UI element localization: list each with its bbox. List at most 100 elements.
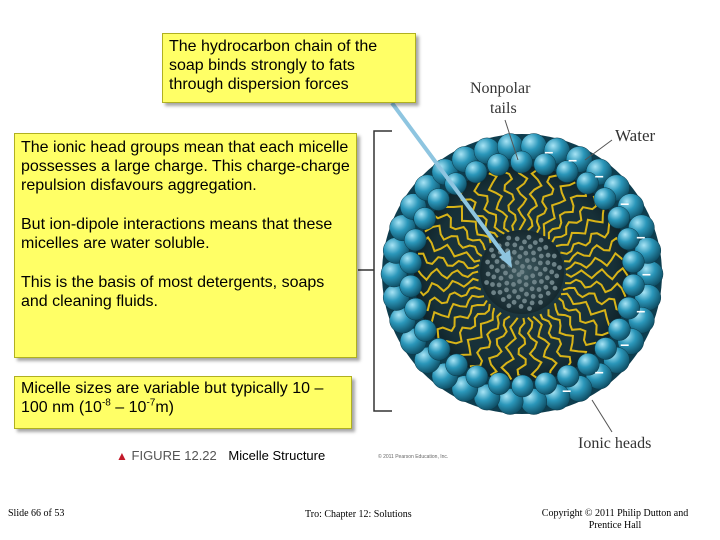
ionic-head [617,227,640,251]
detergents-text: This is the basis of most detergents, so… [21,274,325,310]
tail-chain [433,213,487,251]
tail-chain [487,172,510,233]
tail-chain [516,317,528,381]
core-particle [500,297,506,302]
core-particle [527,264,532,270]
figure-caption: ▲ FIGURE 12.22 Micelle Structure [116,448,325,463]
ionic-head [534,372,558,395]
ionic-head [607,206,630,229]
tail-chain [539,313,572,372]
tail-chain [422,286,482,312]
core-particle [530,294,536,299]
tail-chain [564,236,625,263]
tail-chain [551,195,598,243]
minus-sign: – [544,144,553,161]
core-particle [549,269,555,275]
minus-sign: – [595,168,604,185]
ionic-head [414,319,437,342]
ion-dipole-text: But ion-dipole interactions means that t… [21,216,333,252]
core-particle [484,280,489,285]
ionic-head [399,251,422,275]
tail-chain [473,177,505,235]
core-particle [491,290,496,296]
core-particle [523,250,529,256]
core-particle [514,260,520,265]
core-particle [538,237,544,243]
negative-charges: –––––––––– [544,144,651,400]
tail-chain [547,309,588,361]
size-text-c: m) [155,399,174,416]
core-particle [512,242,518,248]
ionic-head [555,160,579,183]
core-particle [517,279,522,284]
tail-chain [429,294,485,328]
size-text-b: – 10 [110,399,147,416]
core-particle [545,252,551,258]
ionic-pointer-line [591,399,613,433]
core-particle [523,282,529,287]
core-particle [506,235,512,241]
tail-chain [424,224,483,257]
water-pointer-line [584,139,613,161]
nonpolar-pointer-line [504,119,519,161]
size-exp-2: -7 [146,397,156,409]
core-particle [511,282,516,287]
tail-chain [526,168,543,232]
tail-chain [487,315,511,377]
core-particle [503,270,508,276]
ionic-head [622,250,645,274]
core-particle [518,245,524,251]
tail-chain [445,197,492,244]
tail-chain [417,252,480,270]
chapter-title: Tro: Chapter 12: Solutions [305,509,412,520]
core-particle [537,246,542,252]
core-particle [542,266,548,272]
minus-sign: – [568,152,577,169]
core-particle [506,303,512,309]
core-particle [506,294,512,299]
core-particle [543,245,549,250]
core-particle [537,260,543,266]
figure-copyright: © 2011 Pearson Education, Inc. [378,454,449,460]
core-particle [557,265,562,270]
core-particle [516,272,522,278]
ionic-head [465,365,489,388]
tail-chain [560,292,618,327]
dispersion-forces-callout: The hydrocarbon chain of the soap binds … [162,33,416,103]
ionic-head [399,274,422,298]
core-particle [545,290,551,296]
tail-chain [562,286,622,312]
core-particle [490,282,495,287]
core-particle [494,259,500,264]
ionic-head [577,353,600,376]
core-particle [500,264,506,269]
core-particle [531,257,537,263]
core-particle [554,273,560,279]
tail-chain [454,307,496,357]
core-particle [485,259,490,265]
core-particle [549,280,555,285]
core-particle [485,271,491,277]
charge-repulsion-text: The ionic head groups mean that each mic… [21,139,350,194]
core-particle [504,241,510,247]
core-particle [536,287,542,292]
core-particle [511,249,517,255]
core-particle [538,293,544,299]
ionic-head [510,150,533,174]
copyright-line-1: Copyright © 2011 Philip Dutton and [541,508,689,519]
core-particle [491,274,497,280]
tail-chain [565,251,629,271]
ionic-head [464,160,488,184]
tail-chain [500,317,519,380]
tail-chain [436,299,488,340]
core-particle [516,294,521,300]
ionic-heads-callout: The ionic head groups mean that each mic… [14,133,357,358]
core-particle [533,266,539,272]
tail-chain [535,173,560,234]
slide-number: Slide 66 of 53 [8,508,65,519]
core-particle [539,279,544,284]
ionic-head [413,207,436,230]
core-particle [531,250,536,256]
ionic-head [427,188,450,211]
